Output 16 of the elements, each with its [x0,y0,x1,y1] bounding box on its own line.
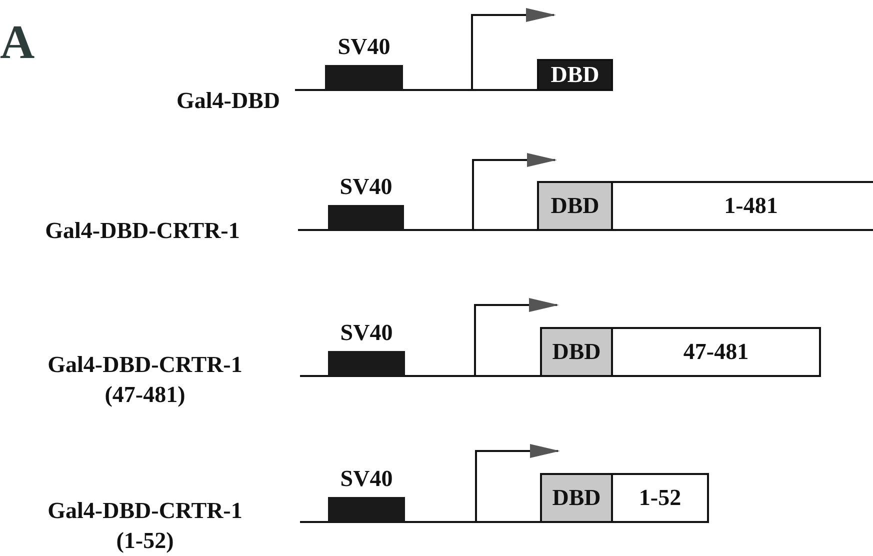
promoter-label: SV40 [339,466,394,492]
protein-region-box: 1-52 [611,473,709,523]
protein-region-box: 47-481 [611,327,821,377]
construct-name: Gal4-DBD-CRTR-1 [44,217,241,245]
protein-region-box: 1-481 [611,181,873,231]
promoter-label: SV40 [338,174,394,200]
panel-letter: A [0,18,36,68]
domain-box: DBD [537,181,613,231]
construct-name: Gal4-DBD [176,87,280,115]
domain-box: DBD [540,327,613,377]
domain-box: DBD [537,59,613,91]
promoter-label: SV40 [339,320,394,346]
construct-name: Gal4-DBD-CRTR-1 (47-481) [46,351,244,409]
construct-name: Gal4-DBD-CRTR-1 (1-52) [46,497,244,555]
promoter-label: SV40 [336,34,392,60]
domain-box: DBD [540,473,613,523]
